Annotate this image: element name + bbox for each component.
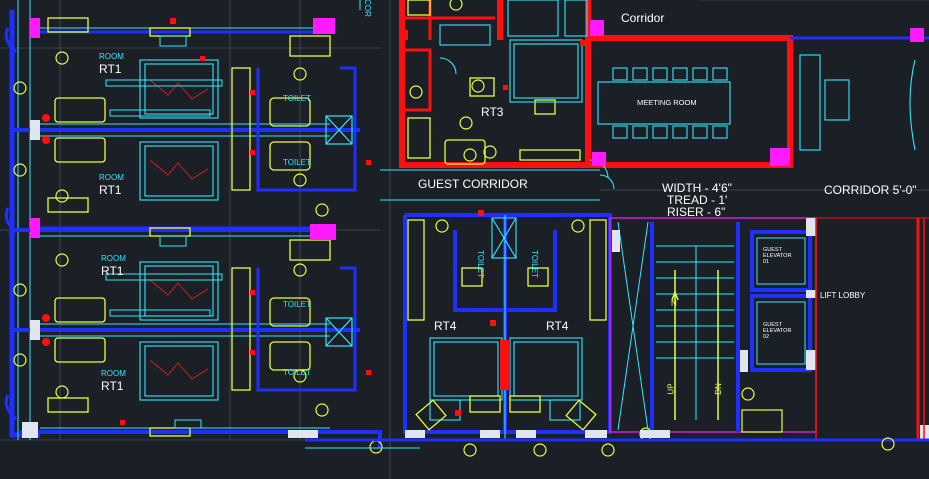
stair-up-label: UP — [666, 383, 676, 395]
rt4-room-block — [305, 210, 653, 457]
room-label-2: ROOM — [99, 173, 124, 182]
stair-riser-label: RISER - 6" — [667, 205, 726, 219]
rt4-toilet-label-2: TOILET — [529, 250, 539, 278]
toilet-label-4: TOILET — [283, 368, 311, 377]
room-label-1: ROOM — [99, 52, 124, 61]
guest-elevator-1-label: GUEST ELEVATOR 01 — [763, 247, 792, 266]
stair-lift-block — [609, 217, 929, 451]
rt3-label: RT3 — [481, 105, 504, 119]
room-type-label-2: RT1 — [99, 183, 122, 197]
stair-width-label: WIDTH - 4'6" — [662, 181, 732, 195]
room-label-3: ROOM — [101, 254, 126, 263]
room-label-4: ROOM — [101, 369, 126, 378]
guest-elevator-2-label: GUEST ELEVATOR 02 — [763, 322, 792, 341]
toilet-label-3: TOILET — [283, 300, 311, 309]
corridor-right-label: CORRIDOR 5'-0" — [824, 183, 917, 197]
stair-n-label: N — [671, 299, 677, 308]
rt4-toilet-label-1: TOILET — [475, 250, 485, 278]
corridor-top-label: Corridor — [621, 11, 665, 25]
meeting-room-label: MEETING ROOM — [637, 98, 697, 107]
stair-dn-label: DN — [713, 383, 723, 395]
rt3-meeting-block — [399, 0, 929, 179]
rt4-right-label: RT4 — [546, 319, 569, 333]
corridor-vertical-label: COR — [362, 0, 372, 17]
guest-corridor-label: GUEST CORRIDOR — [418, 177, 528, 191]
room-type-label-4: RT1 — [101, 379, 124, 393]
room-type-label-1: RT1 — [99, 62, 122, 76]
corridor-lines — [359, 0, 615, 201]
lift-lobby-label: LIFT LOBBY — [820, 291, 866, 300]
rt1-room-block — [4, 0, 383, 454]
toilet-label-2: TOILET — [283, 158, 311, 167]
room-type-label-3: RT1 — [101, 264, 124, 278]
toilet-label-1: TOILET — [283, 94, 311, 103]
rt4-left-label: RT4 — [434, 319, 457, 333]
stair-tread-label: TREAD - 1' — [667, 193, 728, 207]
